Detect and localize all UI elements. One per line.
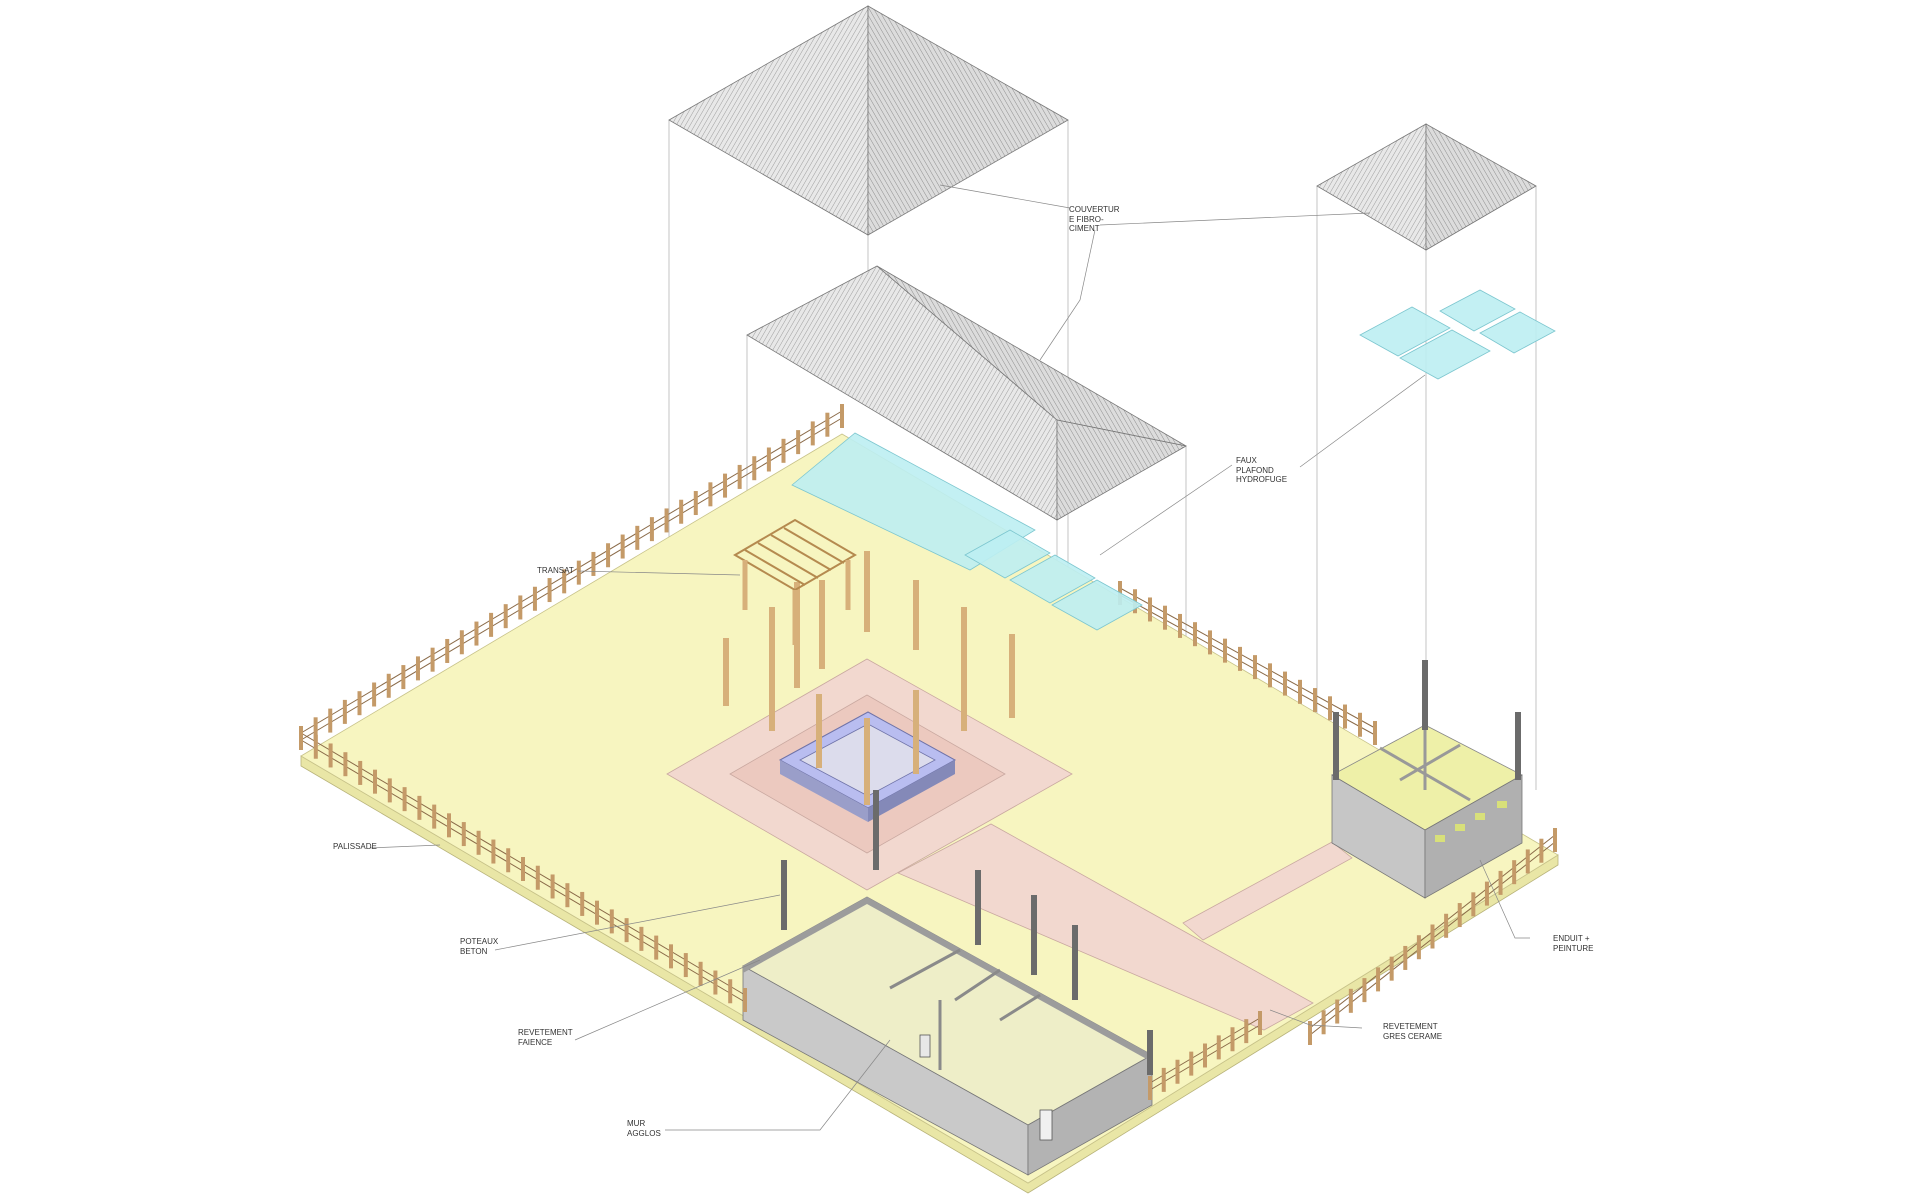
label-faux-plafond: FAUX PLAFOND HYDROFUGE [1236,456,1288,484]
fence-rail [1119,594,1376,736]
roof-main [668,5,1069,236]
fence-rail [300,410,843,734]
palissade-fence [299,404,1557,1100]
roof-small [1316,123,1537,251]
label-enduit-peinture: ENDUIT + PEINTURE [1553,934,1594,953]
sanitary-kitchen-building [742,896,1153,1176]
label-couverture-fibrociment: COUVERTUR E FIBRO- CIMENT [1069,205,1120,233]
label-mur-agglos: MUR AGGLOS [627,1119,661,1138]
wooden-posts [723,551,1015,805]
label-revetement-gres: REVETEMENT GRES CERAME [1383,1022,1443,1041]
label-transat: TRANSAT [537,566,574,575]
fence-rail [300,417,843,741]
concrete-posts [781,660,1521,1075]
pergola [733,518,857,645]
right-building [1331,724,1523,899]
leader-lines [369,184,1530,1131]
label-palissade: PALISSADE [333,842,377,851]
label-poteaux-beton: POTEAUX BETON [460,937,499,956]
faux-plafond-panels [791,289,1556,631]
fence-rail [1119,587,1376,729]
roof-long [746,265,1188,521]
label-revetement-faience: REVETEMENT FAIENCE [518,1028,573,1047]
